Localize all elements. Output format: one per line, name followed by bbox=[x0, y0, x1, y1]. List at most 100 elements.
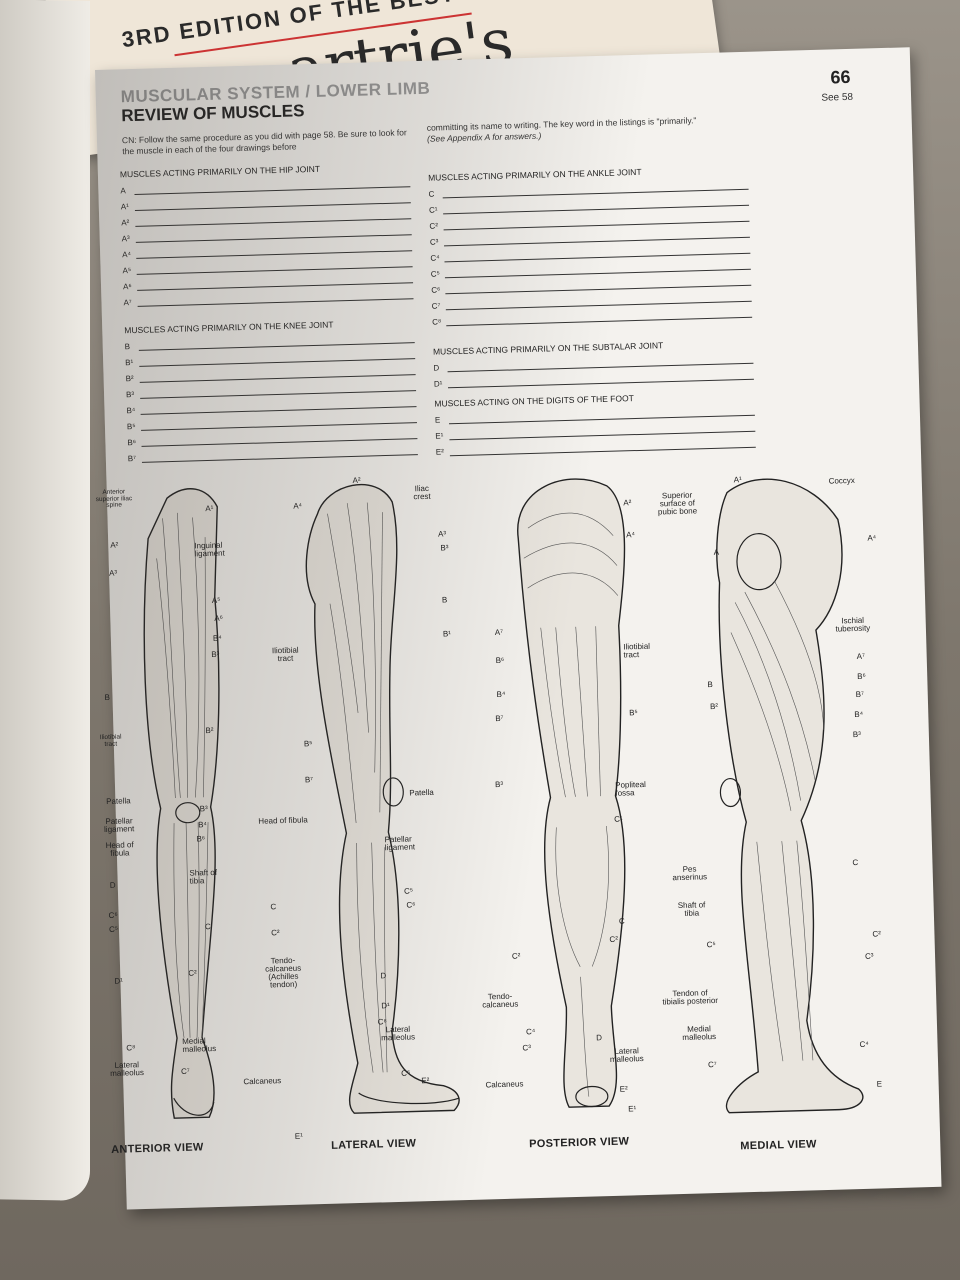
tendo-calcaneus-label-posterior: Tendo-calcaneus bbox=[482, 991, 519, 1010]
answer-code: A² bbox=[121, 218, 130, 228]
code-label: D¹ bbox=[114, 976, 124, 986]
code-label: B⁴ bbox=[496, 689, 506, 700]
answer-code: D bbox=[433, 363, 440, 373]
medial-view-figure: Superior surface of pubic bone Coccyx Is… bbox=[658, 458, 910, 1152]
code-label: C² bbox=[872, 929, 882, 939]
code-label: B¹ bbox=[442, 629, 452, 639]
instructions-right: committing its name to writing. The key … bbox=[427, 114, 757, 145]
anterior-leg-drawing bbox=[143, 488, 220, 1119]
digits-group: MUSCLES ACTING ON THE DIGITS OF THE FOOT… bbox=[434, 390, 756, 457]
answer-code: B² bbox=[125, 374, 134, 384]
code-label: C⁶ bbox=[401, 1068, 411, 1078]
code-label: B⁴ bbox=[212, 633, 222, 643]
calcaneus-label-lateral: Calcaneus bbox=[243, 1076, 282, 1087]
knee-joint-group: MUSCLES ACTING PRIMARILY ON THE KNEE JOI… bbox=[124, 317, 418, 463]
code-label: C⁵ bbox=[706, 940, 716, 950]
code-label: B bbox=[707, 679, 713, 690]
code-label: B⁶ bbox=[857, 671, 866, 681]
anterior-view-figure: Anterior superior iliac spine Inguinal l… bbox=[96, 475, 315, 1160]
code-label: B² bbox=[709, 701, 719, 712]
code-label: B³ bbox=[852, 729, 861, 740]
code-label: C³ bbox=[864, 951, 874, 961]
code-label: B⁵ bbox=[629, 708, 638, 718]
answer-code: D¹ bbox=[433, 379, 443, 389]
answer-code: B⁵ bbox=[126, 422, 136, 432]
workbook-page: MUSCULAR SYSTEM / LOWER LIMB REVIEW OF M… bbox=[95, 47, 942, 1210]
code-label: C⁴ bbox=[525, 1027, 536, 1037]
answer-code: C⁸ bbox=[432, 317, 442, 327]
code-label: A² bbox=[110, 540, 119, 550]
code-label: E² bbox=[619, 1084, 628, 1094]
ankle-joint-group: MUSCLES ACTING PRIMARILY ON THE ANKLE JO… bbox=[428, 164, 753, 327]
code-label: E² bbox=[421, 1076, 430, 1086]
answer-code: E¹ bbox=[435, 431, 444, 441]
code-label: C bbox=[204, 922, 211, 932]
tendo-calcaneus-label-lateral: Tendo-calcaneus (Achilles tendon) bbox=[265, 955, 302, 990]
code-label: C² bbox=[271, 928, 280, 938]
medial-malleolus-label-anterior: Medial malleolus bbox=[182, 1036, 217, 1054]
code-label: B³ bbox=[494, 779, 504, 790]
code-label: A¹ bbox=[733, 475, 742, 485]
code-label: A⁴ bbox=[626, 530, 636, 540]
lateral-malleolus-label-anterior: Lateral malleolus bbox=[109, 1060, 145, 1078]
code-label: A⁴ bbox=[867, 533, 877, 543]
answer-code: A⁶ bbox=[122, 282, 132, 292]
lateral-malleolus-label-posterior: Lateral malleolus bbox=[609, 1046, 644, 1065]
code-label: A¹ bbox=[205, 503, 214, 514]
code-label: E bbox=[876, 1079, 883, 1089]
lateral-malleolus-label-lateral: Lateral malleolus bbox=[381, 1024, 416, 1043]
instructions-left: CN: Follow the same procedure as you did… bbox=[121, 127, 407, 157]
see-reference: See 58 bbox=[821, 91, 854, 104]
code-label: B bbox=[441, 595, 448, 605]
answer-code: E² bbox=[435, 447, 444, 457]
answer-code: C³ bbox=[429, 237, 439, 247]
shaft-of-tibia-label-medial: Shaft of tibia bbox=[677, 900, 706, 918]
pes-anserinus-label: Pes anserinus bbox=[672, 864, 708, 883]
popliteal-fossa-label: Popliteal fossa bbox=[615, 779, 646, 798]
answer-code: A⁵ bbox=[122, 266, 132, 276]
code-label: A⁶ bbox=[214, 613, 224, 623]
ischial-tuberosity-label: Ischial tuberosity bbox=[835, 615, 871, 634]
code-label: C bbox=[270, 902, 277, 912]
answer-code: B⁶ bbox=[127, 438, 137, 448]
hip-joint-group: MUSCLES ACTING PRIMARILY ON THE HIP JOIN… bbox=[120, 161, 414, 307]
iliotibial-tract-label-lateral: Iliotibial tract bbox=[271, 645, 299, 664]
code-label: A³ bbox=[437, 529, 447, 539]
code-label: E¹ bbox=[294, 1131, 303, 1141]
code-label: D bbox=[109, 880, 116, 890]
answer-code: B bbox=[124, 342, 131, 352]
left-facing-page bbox=[0, 0, 90, 1201]
code-label: A² bbox=[352, 475, 361, 485]
inguinal-ligament-label: Inguinal ligament bbox=[194, 540, 225, 559]
iliotibial-tract-label-anterior: Iliotibial tract bbox=[99, 733, 122, 748]
code-label: A⁷ bbox=[494, 627, 504, 638]
code-label: A⁴ bbox=[293, 501, 303, 511]
code-label: C bbox=[618, 916, 625, 926]
code-label: B bbox=[104, 692, 110, 702]
patellar-ligament-label-anterior: Patellar ligament bbox=[103, 816, 135, 835]
code-label: A bbox=[713, 547, 720, 557]
iliotibial-tract-label-posterior: Iliotibial tract bbox=[623, 641, 651, 660]
answer-code: C⁴ bbox=[430, 253, 440, 263]
lateral-leg-drawing bbox=[305, 484, 460, 1114]
patella-label-anterior: Patella bbox=[106, 796, 131, 806]
answer-code: C² bbox=[429, 221, 439, 231]
code-label: C⁷ bbox=[707, 1060, 717, 1070]
code-label: B⁵ bbox=[303, 739, 313, 749]
code-label: C² bbox=[511, 951, 521, 961]
tendon-tibialis-posterior-label: Tendon of tibialis posterior bbox=[662, 988, 719, 1007]
code-label: B³ bbox=[211, 649, 220, 659]
page-header: MUSCULAR SYSTEM / LOWER LIMB REVIEW OF M… bbox=[120, 79, 431, 127]
posterior-leg-drawing bbox=[517, 478, 626, 1108]
medial-view-title: MEDIAL VIEW bbox=[740, 1138, 817, 1153]
lateral-view-figure: Iliac crest Iliotibial tract Patella Hea… bbox=[243, 469, 515, 1155]
code-label: B² bbox=[205, 725, 214, 736]
code-label: B⁶ bbox=[196, 834, 206, 844]
coccyx-label: Coccyx bbox=[828, 475, 855, 486]
lateral-view-title: LATERAL VIEW bbox=[330, 1137, 417, 1152]
code-label: A⁷ bbox=[856, 651, 866, 661]
code-label: B⁶ bbox=[495, 655, 505, 666]
code-label: A² bbox=[623, 498, 632, 508]
calcaneus-label-posterior: Calcaneus bbox=[485, 1079, 524, 1090]
code-label: C⁵ bbox=[403, 886, 414, 896]
